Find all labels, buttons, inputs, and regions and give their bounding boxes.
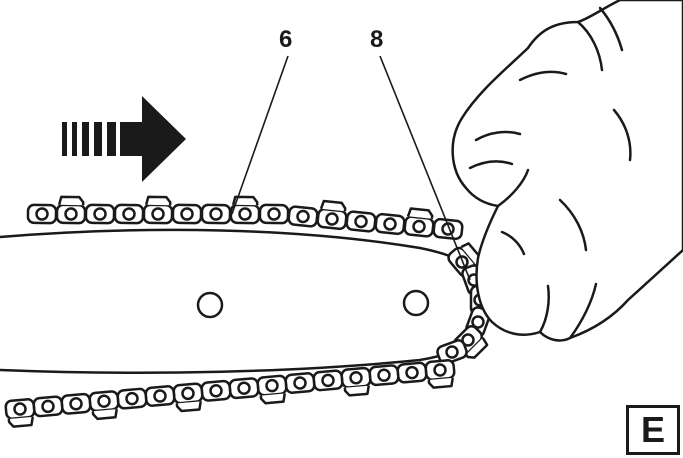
chain-link — [229, 195, 261, 225]
chain-link — [284, 372, 316, 394]
chain-link — [26, 203, 58, 225]
chain-link — [345, 210, 377, 233]
callout-6: 6 — [279, 26, 293, 53]
chain-link — [228, 377, 260, 400]
chain-link — [312, 369, 344, 392]
gloved-hand-icon — [451, 0, 683, 342]
figure-letter: E — [640, 409, 665, 450]
leader-line-8 — [379, 55, 471, 281]
chain-link — [436, 339, 468, 365]
chain-link — [55, 195, 87, 225]
chain-link — [4, 398, 36, 428]
chain-link — [88, 390, 120, 421]
chain-link — [113, 203, 145, 225]
chain-link — [84, 203, 116, 225]
figure-letter-box: E — [626, 405, 680, 455]
chain-link — [403, 207, 435, 238]
chain-link — [60, 392, 92, 415]
leader-lines — [231, 55, 471, 281]
chain-link — [340, 366, 372, 397]
chain-link — [374, 212, 406, 236]
chain-link — [116, 387, 148, 410]
chain-link — [424, 359, 456, 389]
chain-link — [316, 199, 348, 231]
arrow-right-icon — [62, 96, 186, 182]
chain-link — [256, 374, 288, 405]
chain-link — [172, 382, 204, 413]
chain-link — [432, 217, 464, 241]
chain-link — [368, 364, 400, 387]
guide-bar — [0, 228, 492, 374]
chain-link — [142, 195, 174, 225]
guide-bar-holes — [196, 289, 430, 319]
chain-link — [396, 361, 428, 384]
chain-link — [144, 385, 176, 407]
chain-link — [171, 203, 203, 225]
chain-link — [287, 205, 319, 228]
chain-link — [200, 203, 232, 225]
leader-line-6 — [231, 55, 289, 215]
lower-chain-run — [4, 359, 456, 428]
chain-link — [200, 379, 232, 402]
upper-chain-run — [26, 195, 464, 241]
chain-link — [258, 203, 290, 225]
callout-8: 8 — [370, 26, 384, 53]
chain-link — [32, 395, 64, 418]
